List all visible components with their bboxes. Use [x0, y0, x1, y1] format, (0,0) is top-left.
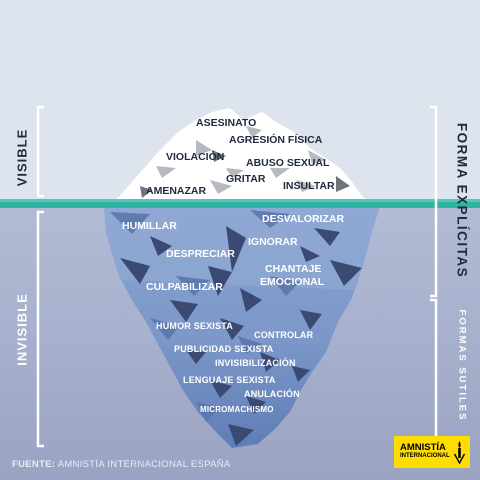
term-gritar: GRITAR — [226, 173, 266, 185]
term-insultar: INSULTAR — [283, 180, 335, 192]
term-ignorar: IGNORAR — [248, 236, 298, 248]
term-controlar: CONTROLAR — [254, 330, 314, 340]
source-text: AMNISTÍA INTERNACIONAL ESPAÑA — [57, 459, 231, 470]
term-emocional: EMOCIONAL — [260, 276, 325, 288]
logo-line1: AMNISTÍA — [400, 442, 446, 453]
term-despreciar: DESPRECIAR — [166, 248, 235, 260]
left-brackets — [36, 105, 44, 448]
term-humillar: HUMILLAR — [122, 220, 177, 232]
tip-facets — [156, 126, 326, 194]
ice-facets-mid — [110, 210, 300, 422]
source-footer: FUENTE: AMNISTÍA INTERNACIONAL ESPAÑA — [12, 459, 231, 470]
source-label: FUENTE: — [12, 459, 56, 470]
term-violacion: VIOLACIÓN — [166, 151, 225, 163]
water-line — [0, 199, 480, 208]
term-abuso-sexual: ABUSO SEXUAL — [246, 157, 330, 169]
water-line-highlight — [0, 199, 480, 202]
term-culpabilizar: CULPABILIZAR — [146, 281, 223, 293]
label-formas-sutiles: FORMAS SUTILES — [456, 309, 468, 422]
term-desvalorizar: DESVALORIZAR — [262, 213, 345, 225]
term-invisibilizacion: INVISIBILIZACIÓN — [215, 358, 296, 368]
term-chantaje: CHANTAJE — [265, 263, 322, 275]
amnesty-logo: AMNISTÍA INTERNACIONAL — [394, 436, 470, 468]
term-lenguaje-sexista: LENGUAJE SEXISTA — [183, 375, 276, 385]
label-invisible: INVISIBLE — [14, 293, 30, 366]
term-publicidad-sexista: PUBLICIDAD SEXISTA — [174, 344, 274, 354]
term-amenazar: AMENAZAR — [146, 185, 207, 197]
tip-facets-dark — [140, 150, 350, 198]
label-visible: VISIBLE — [14, 128, 30, 187]
term-micromachismo: MICROMACHISMO — [200, 405, 274, 414]
ice-facets-dark — [120, 226, 362, 446]
term-humor-sexista: HUMOR SEXISTA — [156, 321, 233, 331]
term-agresion-fisica: AGRESIÓN FÍSICA — [229, 134, 323, 146]
iceberg-tip — [114, 108, 370, 202]
term-anulacion: ANULACIÓN — [244, 389, 300, 399]
underwater-light-band — [104, 206, 380, 290]
term-asesinato: ASESINATO — [196, 117, 257, 129]
logo-line2: INTERNACIONAL — [400, 453, 450, 459]
candle-icon — [454, 441, 465, 464]
label-forma-explicitas: FORMA EXPLÍCITAS — [454, 122, 470, 279]
